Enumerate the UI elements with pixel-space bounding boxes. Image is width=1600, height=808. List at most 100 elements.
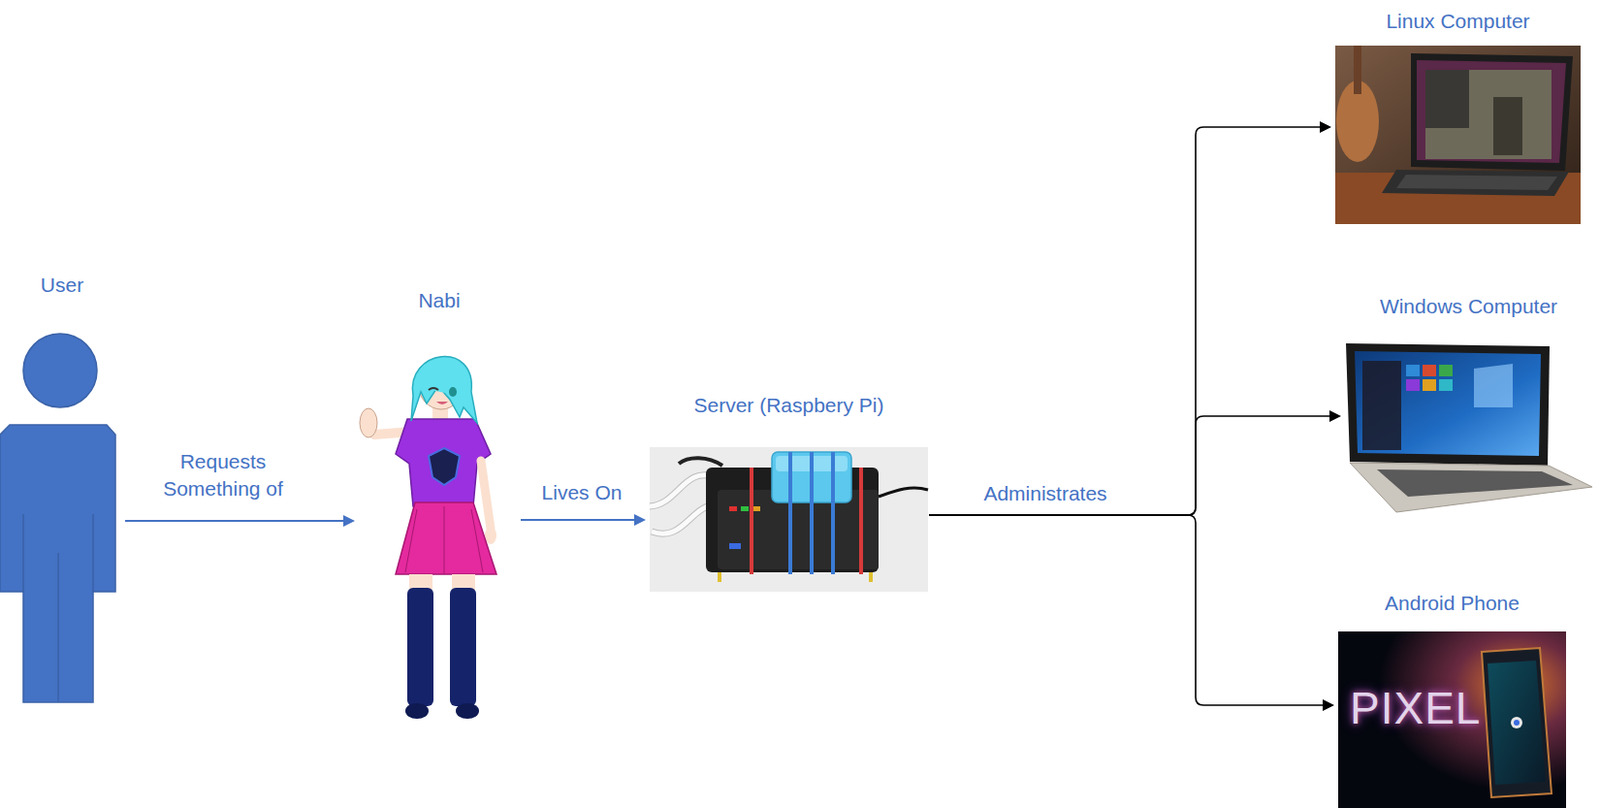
- user-node: User: [0, 271, 125, 704]
- drawing-line: [868, 572, 873, 582]
- drawing-polygon: [1345, 343, 1550, 466]
- drawing-ellipse: [455, 703, 480, 719]
- node-caption: User: [0, 272, 125, 298]
- drawing-line: [92, 513, 95, 592]
- drawing-polygon: [1354, 351, 1541, 456]
- drawing-rect: [1406, 364, 1420, 377]
- drawing-rect: [649, 447, 928, 592]
- node-caption: Linux Computer: [1335, 8, 1581, 34]
- drawing-line: [22, 513, 25, 592]
- server-node: Server (Raspbery Pi): [649, 391, 928, 593]
- arrow-head: [634, 513, 646, 526]
- drawing-path: [430, 368, 460, 396]
- drawing-polygon: [1410, 53, 1573, 171]
- connector-line: [520, 518, 637, 521]
- connector-line: [928, 514, 1325, 705]
- drawing-polygon: [395, 418, 491, 507]
- arrow-head: [343, 514, 355, 527]
- drawing-path: [436, 401, 448, 405]
- drawing-path: [649, 475, 716, 507]
- windows-node: Windows Computer: [1344, 292, 1593, 512]
- drawing-line: [57, 552, 60, 703]
- node-caption: Windows Computer: [1344, 293, 1593, 320]
- connector-line: [928, 416, 1332, 515]
- drawing-rect: [729, 506, 737, 512]
- drawing-rect: [1338, 631, 1567, 808]
- drawing-rect: [451, 574, 476, 590]
- drawing-polygon: [1396, 174, 1558, 191]
- connector: [928, 514, 1335, 711]
- node-caption: Server (Raspbery Pi): [649, 392, 928, 418]
- drawing-line: [471, 509, 483, 573]
- drawing-path: [678, 457, 723, 466]
- drawing-rect: [1353, 45, 1362, 95]
- drawing-line: [405, 509, 417, 573]
- drawing-line: [717, 572, 722, 582]
- connector: [125, 514, 355, 527]
- android-phone-photo: [1338, 631, 1567, 808]
- person-icon: [0, 333, 116, 703]
- drawing-rect: [449, 587, 477, 706]
- drawing-polygon: [1349, 462, 1593, 512]
- drawing-line: [859, 467, 864, 575]
- drawing-rect: [1493, 96, 1523, 156]
- arrow-head: [1322, 699, 1335, 711]
- drawing-polygon: [1416, 60, 1567, 163]
- drawing-rect: [1362, 360, 1402, 450]
- node-caption: Nabi: [358, 288, 520, 314]
- drawing-polygon: [1481, 647, 1552, 798]
- drawing-polygon: [1473, 363, 1513, 408]
- drawing-rect: [1422, 364, 1437, 377]
- edge-label: Requests Something of: [147, 448, 299, 503]
- photo-text: PIXEL: [1349, 683, 1481, 733]
- drawing-path: [649, 475, 716, 507]
- drawing-polygon: [1376, 469, 1573, 497]
- drawing-rect: [1335, 45, 1581, 224]
- drawing-polygon: [428, 448, 460, 485]
- drawing-path: [878, 487, 928, 497]
- drawing-rect: [1335, 172, 1581, 224]
- drawing-ellipse: [448, 386, 457, 397]
- connector: [928, 410, 1342, 515]
- drawing-rect: [1406, 379, 1420, 391]
- drawing-rect: [740, 506, 749, 512]
- drawing-rect: [729, 543, 741, 549]
- drawing-ellipse: [359, 408, 378, 438]
- drawing-ellipse: [405, 703, 429, 719]
- drawing-rect: [409, 574, 433, 590]
- drawing-line: [480, 460, 491, 529]
- connector-line: [125, 519, 346, 522]
- drawing-rect: [752, 506, 761, 512]
- assistant-node: Nabi: [358, 287, 520, 719]
- drawing-polygon: [1381, 169, 1569, 196]
- anime-character: [359, 356, 497, 719]
- drawing-polygon: [395, 502, 497, 575]
- arrow-head: [1319, 121, 1332, 133]
- edge-label: Administrates: [980, 480, 1110, 508]
- linux-laptop-photo: [1335, 45, 1581, 224]
- linux-node: Linux Computer: [1335, 7, 1581, 225]
- drawing-rect: [407, 587, 434, 706]
- drawing-path: [411, 356, 478, 423]
- drawing-line: [809, 451, 814, 575]
- edge-label: Lives On: [539, 479, 626, 507]
- drawing-rect: [1425, 69, 1470, 128]
- drawing-circle: [23, 333, 97, 408]
- drawing-rect: [1425, 69, 1552, 160]
- node-caption: Android Phone: [1338, 590, 1567, 616]
- server-photo: [649, 447, 928, 592]
- drawing-path: [0, 424, 116, 703]
- drawing-line: [831, 451, 835, 575]
- connector: [928, 121, 1332, 515]
- connector-line: [928, 127, 1322, 515]
- drawing-rect: [1422, 379, 1437, 391]
- connector: [520, 513, 646, 526]
- drawing-polygon: [1487, 660, 1546, 785]
- drawing-line: [444, 506, 446, 575]
- drawing-circle: [1513, 719, 1520, 726]
- arrow-head: [1329, 410, 1342, 422]
- drawing-path: [428, 387, 439, 390]
- drawing-line: [788, 451, 793, 575]
- drawing-circle: [1510, 716, 1523, 729]
- drawing-rect: [1439, 364, 1453, 377]
